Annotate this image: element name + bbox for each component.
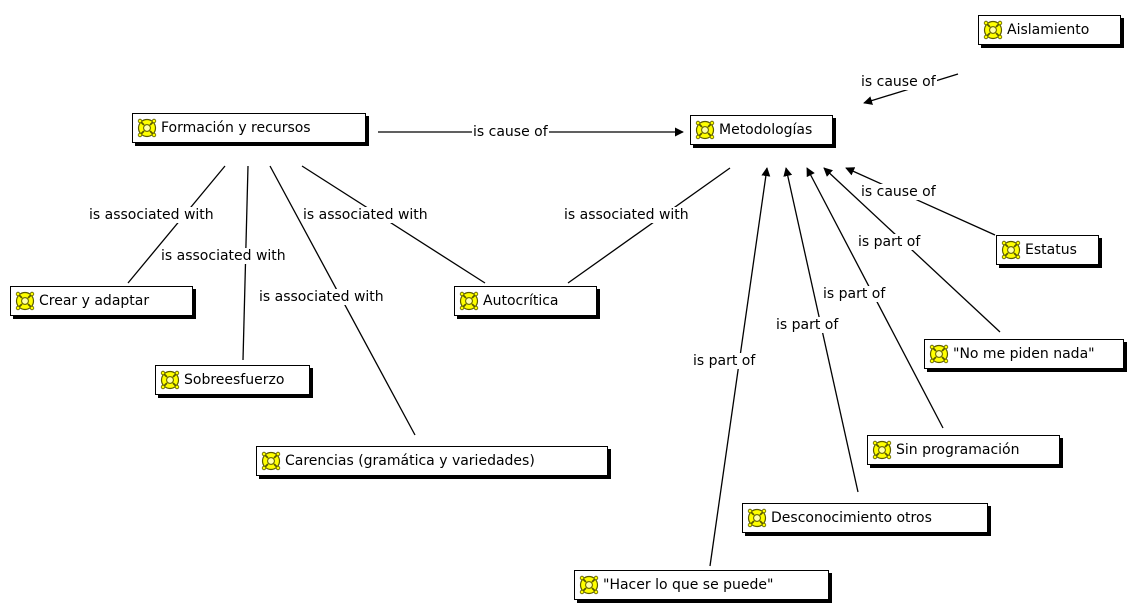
concept-node-desconocimiento[interactable]: Desconocimiento otros bbox=[742, 503, 988, 533]
edge-autocritica-metodologias bbox=[567, 167, 731, 284]
concept-node-icon bbox=[579, 575, 599, 595]
relation-label: is associated with bbox=[160, 248, 287, 264]
relation-label: is cause of bbox=[472, 124, 549, 140]
concept-node-icon bbox=[261, 451, 281, 471]
relation-label: is part of bbox=[775, 317, 840, 333]
concept-label: Aislamiento bbox=[1007, 22, 1090, 38]
concept-label: "Hacer lo que se puede" bbox=[603, 577, 774, 593]
relation-label: is part of bbox=[857, 234, 922, 250]
concept-node-icon bbox=[137, 118, 157, 138]
concept-node-formacion[interactable]: Formación y recursos bbox=[132, 113, 366, 143]
concept-node-icon bbox=[459, 291, 479, 311]
relation-label: is associated with bbox=[88, 207, 215, 223]
relation-label: is part of bbox=[692, 353, 757, 369]
concept-label: Metodologías bbox=[719, 122, 813, 138]
concept-node-sobreesfuerzo[interactable]: Sobreesfuerzo bbox=[155, 365, 310, 395]
concept-node-aislamiento[interactable]: Aislamiento bbox=[978, 15, 1121, 45]
relation-label: is part of bbox=[822, 286, 887, 302]
edge-formacion-autocritica bbox=[301, 165, 486, 284]
concept-node-icon bbox=[872, 440, 892, 460]
concept-node-icon bbox=[983, 20, 1003, 40]
concept-node-icon bbox=[695, 120, 715, 140]
concept-label: Estatus bbox=[1025, 242, 1077, 258]
edge-formacion-crear bbox=[127, 165, 226, 284]
relation-label: is cause of bbox=[860, 184, 937, 200]
concept-node-icon bbox=[160, 370, 180, 390]
concept-node-carencias[interactable]: Carencias (gramática y variedades) bbox=[256, 446, 608, 476]
concept-node-icon bbox=[929, 344, 949, 364]
concept-node-crear-adaptar[interactable]: Crear y adaptar bbox=[10, 286, 193, 316]
concept-node-metodologias[interactable]: Metodologías bbox=[690, 115, 833, 145]
concept-label: Sobreesfuerzo bbox=[184, 372, 285, 388]
concept-node-sin-programacion[interactable]: Sin programación bbox=[867, 435, 1060, 465]
concept-node-no-me-piden[interactable]: "No me piden nada" bbox=[924, 339, 1124, 369]
relation-label: is associated with bbox=[302, 207, 429, 223]
relation-label: is associated with bbox=[258, 289, 385, 305]
concept-label: Carencias (gramática y variedades) bbox=[285, 453, 535, 469]
concept-node-hacer[interactable]: "Hacer lo que se puede" bbox=[574, 570, 829, 600]
concept-node-icon bbox=[15, 291, 35, 311]
edge-nomepiden-metodologias bbox=[823, 167, 1001, 333]
relation-label: is cause of bbox=[860, 74, 937, 90]
edge-estatus-metodologias bbox=[845, 167, 996, 236]
concept-label: "No me piden nada" bbox=[953, 346, 1095, 362]
concept-node-autocritica[interactable]: Autocrítica bbox=[454, 286, 597, 316]
concept-label: Sin programación bbox=[896, 442, 1020, 458]
concept-label: Desconocimiento otros bbox=[771, 510, 932, 526]
concept-node-estatus[interactable]: Estatus bbox=[996, 235, 1099, 265]
concept-label: Crear y adaptar bbox=[39, 293, 150, 309]
relation-label: is associated with bbox=[563, 207, 690, 223]
concept-label: Formación y recursos bbox=[161, 120, 311, 136]
concept-node-icon bbox=[1001, 240, 1021, 260]
concept-label: Autocrítica bbox=[483, 293, 559, 309]
concept-node-icon bbox=[747, 508, 767, 528]
